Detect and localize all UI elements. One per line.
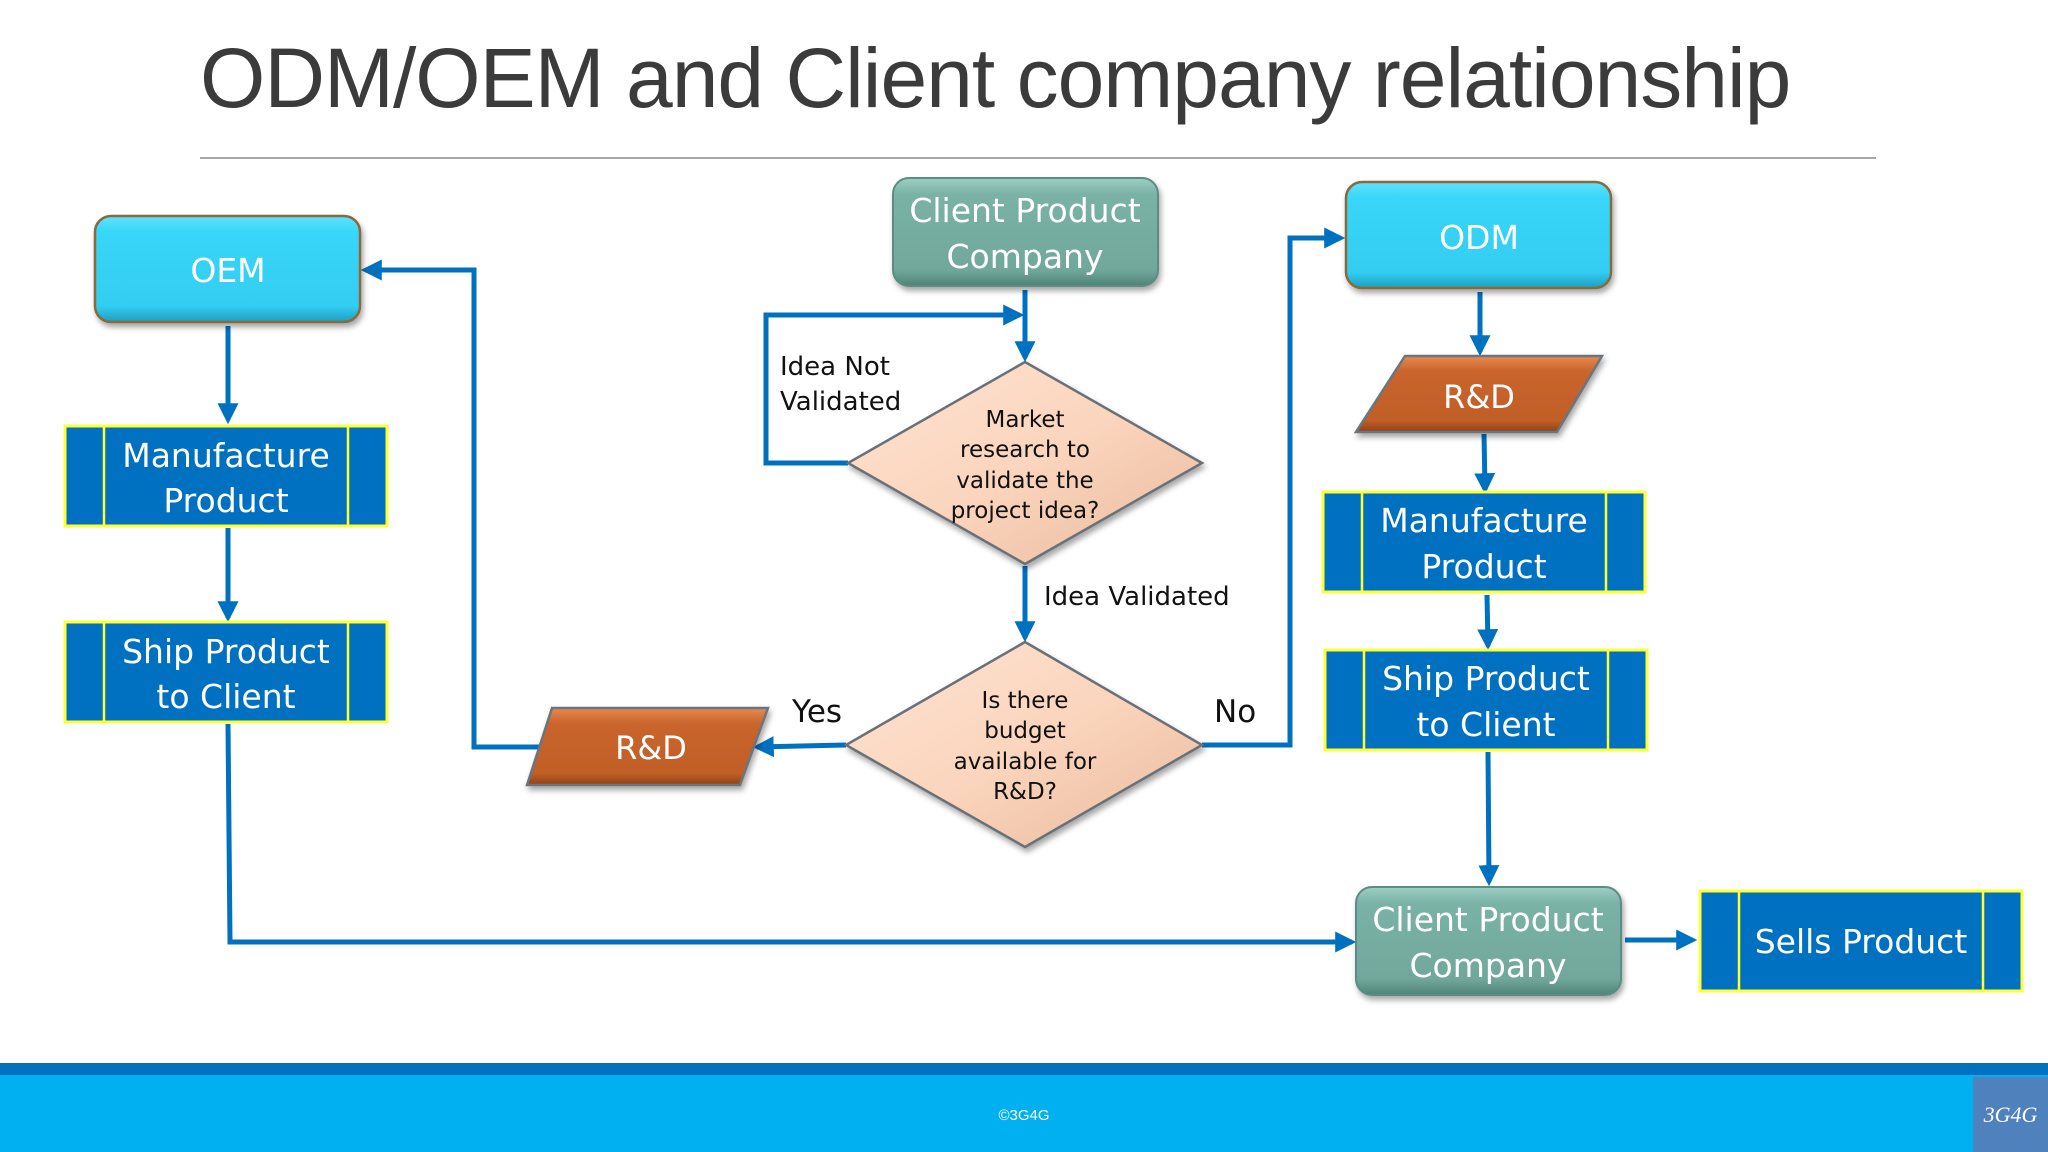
node-market-research-line1: Market	[985, 407, 1064, 433]
node-odm-ship[interactable]	[1323, 648, 1649, 752]
node-odm[interactable]	[1344, 180, 1613, 290]
node-rd-left[interactable]	[525, 706, 770, 787]
node-oem-ship-line1: Ship Product	[122, 632, 330, 671]
node-client-top[interactable]	[892, 177, 1159, 287]
node-oem-manufacture-line1: Manufacture	[122, 436, 330, 475]
label-idea-not-validated-line2: Validated	[780, 387, 901, 417]
node-client-bottom[interactable]	[1355, 886, 1622, 996]
node-market-research-line4: project idea?	[951, 498, 1100, 524]
node-market-research-line2: research to	[960, 437, 1090, 463]
node-budget-line1: Is there	[982, 688, 1069, 714]
node-oem-ship[interactable]	[63, 620, 389, 724]
connectors	[217, 227, 1698, 953]
node-market-research-line3: validate the	[956, 468, 1093, 494]
node-odm-manufacture[interactable]	[1321, 490, 1647, 594]
edge-idea-not-validated-loop	[763, 304, 1025, 466]
node-sells[interactable]	[1698, 889, 2024, 993]
node-budget-line4: R&D?	[993, 779, 1057, 805]
node-budget-line3: available for	[954, 749, 1097, 775]
node-client-bottom-line2: Company	[1410, 946, 1567, 985]
node-rd-right[interactable]	[1353, 354, 1605, 434]
node-oem-label: OEM	[190, 251, 265, 290]
edge-oem-ship-to-client	[225, 723, 1357, 953]
node-sells-label: Sells Product	[1755, 922, 1968, 961]
node-odm-manufacture-line2: Product	[1421, 547, 1546, 586]
node-rd-right-label: R&D	[1443, 378, 1515, 416]
node-oem-manufacture[interactable]	[63, 424, 389, 528]
node-odm-manufacture-line1: Manufacture	[1380, 501, 1588, 540]
edge-odm-ship-to-client	[1478, 751, 1500, 887]
node-odm-label: ODM	[1439, 218, 1519, 257]
node-market-research[interactable]	[845, 360, 1205, 566]
node-oem[interactable]	[93, 214, 362, 324]
label-yes: Yes	[791, 694, 842, 730]
footer-copyright: ©3G4G	[998, 1107, 1050, 1124]
edge-odm-manufacture-to-ship	[1477, 594, 1499, 651]
node-client-bottom-line1: Client Product	[1372, 900, 1603, 939]
label-no: No	[1214, 694, 1256, 730]
node-oem-ship-line2: to Client	[156, 677, 295, 716]
title-divider	[200, 157, 1876, 159]
node-oem-manufacture-line2: Product	[163, 481, 288, 520]
label-idea-validated: Idea Validated	[1044, 582, 1230, 612]
node-client-top-line1: Client Product	[909, 191, 1140, 230]
node-odm-ship-line1: Ship Product	[1382, 659, 1590, 698]
footer-bar	[0, 1075, 2048, 1152]
node-odm-ship-line2: to Client	[1416, 705, 1555, 744]
slide-title: ODM/OEM and Client company relationship	[200, 31, 1791, 125]
edge-rd-left-to-oem	[360, 259, 555, 750]
edge-no-to-odm	[1202, 227, 1346, 748]
node-budget[interactable]	[843, 640, 1205, 849]
brand-logo: 3G4G	[1973, 1077, 2048, 1152]
footer-stripe	[0, 1063, 2048, 1075]
edge-yes-to-rd	[752, 736, 847, 758]
node-client-top-line2: Company	[947, 237, 1104, 276]
edge-rd-to-odm-manufacture	[1474, 433, 1496, 495]
node-budget-line2: budget	[984, 718, 1066, 744]
label-idea-not-validated-line1: Idea Not	[780, 352, 890, 382]
node-rd-left-label: R&D	[615, 729, 687, 767]
